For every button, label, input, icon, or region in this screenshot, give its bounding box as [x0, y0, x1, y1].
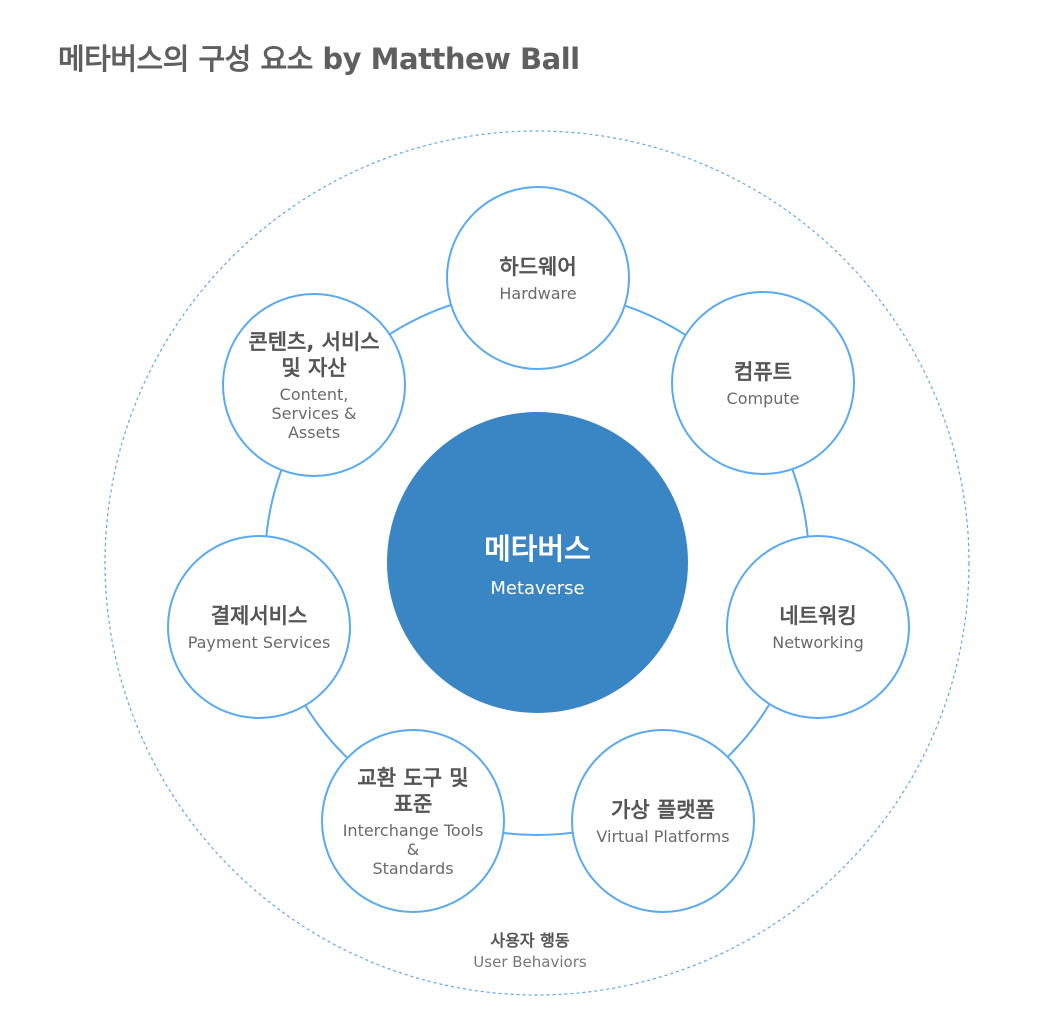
node-content-ko-2: 및 자산	[281, 355, 347, 380]
node-content-ko-1: 콘텐츠, 서비스	[248, 329, 380, 354]
node-virtual-platforms-en: Virtual Platforms	[596, 826, 730, 846]
center-metaverse: 메타버스 Metaverse	[387, 412, 688, 713]
node-interchange-ko-1: 교환 도구 및	[357, 765, 469, 790]
node-content-en-2: Services &	[271, 403, 357, 423]
node-virtual-platforms: 가상 플랫폼 Virtual Platforms	[571, 729, 755, 913]
node-virtual-platforms-ko: 가상 플랫폼	[611, 797, 715, 822]
node-hardware-en: Hardware	[499, 283, 577, 303]
node-compute-ko: 컴퓨트	[734, 359, 792, 384]
outer-label-en: User Behaviors	[473, 953, 587, 971]
node-interchange-en-2: &	[406, 839, 420, 859]
center-en: Metaverse	[490, 578, 585, 599]
node-payment-en: Payment Services	[187, 632, 331, 652]
outer-ring	[104, 130, 970, 996]
node-networking-en: Networking	[772, 632, 864, 652]
node-hardware: 하드웨어 Hardware	[446, 186, 630, 370]
node-interchange: 교환 도구 및 표준 Interchange Tools & Standards	[321, 729, 505, 913]
node-payment: 결제서비스 Payment Services	[167, 535, 351, 719]
node-compute-en: Compute	[726, 388, 800, 408]
outer-label-ko: 사용자 행동	[490, 931, 570, 950]
node-payment-ko: 결제서비스	[210, 603, 308, 628]
node-interchange-ko-2: 표준	[393, 791, 433, 816]
node-compute: 컴퓨트 Compute	[671, 291, 855, 475]
node-networking: 네트워킹 Networking	[726, 535, 910, 719]
outer-label: 사용자 행동 User Behaviors	[430, 930, 630, 972]
node-interchange-en-1: Interchange Tools	[342, 820, 484, 840]
node-interchange-en-3: Standards	[372, 858, 454, 878]
node-networking-ko: 네트워킹	[779, 603, 857, 628]
node-content: 콘텐츠, 서비스 및 자산 Content, Services & Assets	[222, 293, 406, 477]
center-ko: 메타버스	[484, 532, 591, 566]
node-hardware-ko: 하드웨어	[499, 254, 577, 279]
node-content-en-3: Assets	[287, 422, 341, 442]
node-content-en-1: Content,	[279, 384, 349, 404]
diagram-title: 메타버스의 구성 요소 by Matthew Ball	[58, 42, 580, 76]
